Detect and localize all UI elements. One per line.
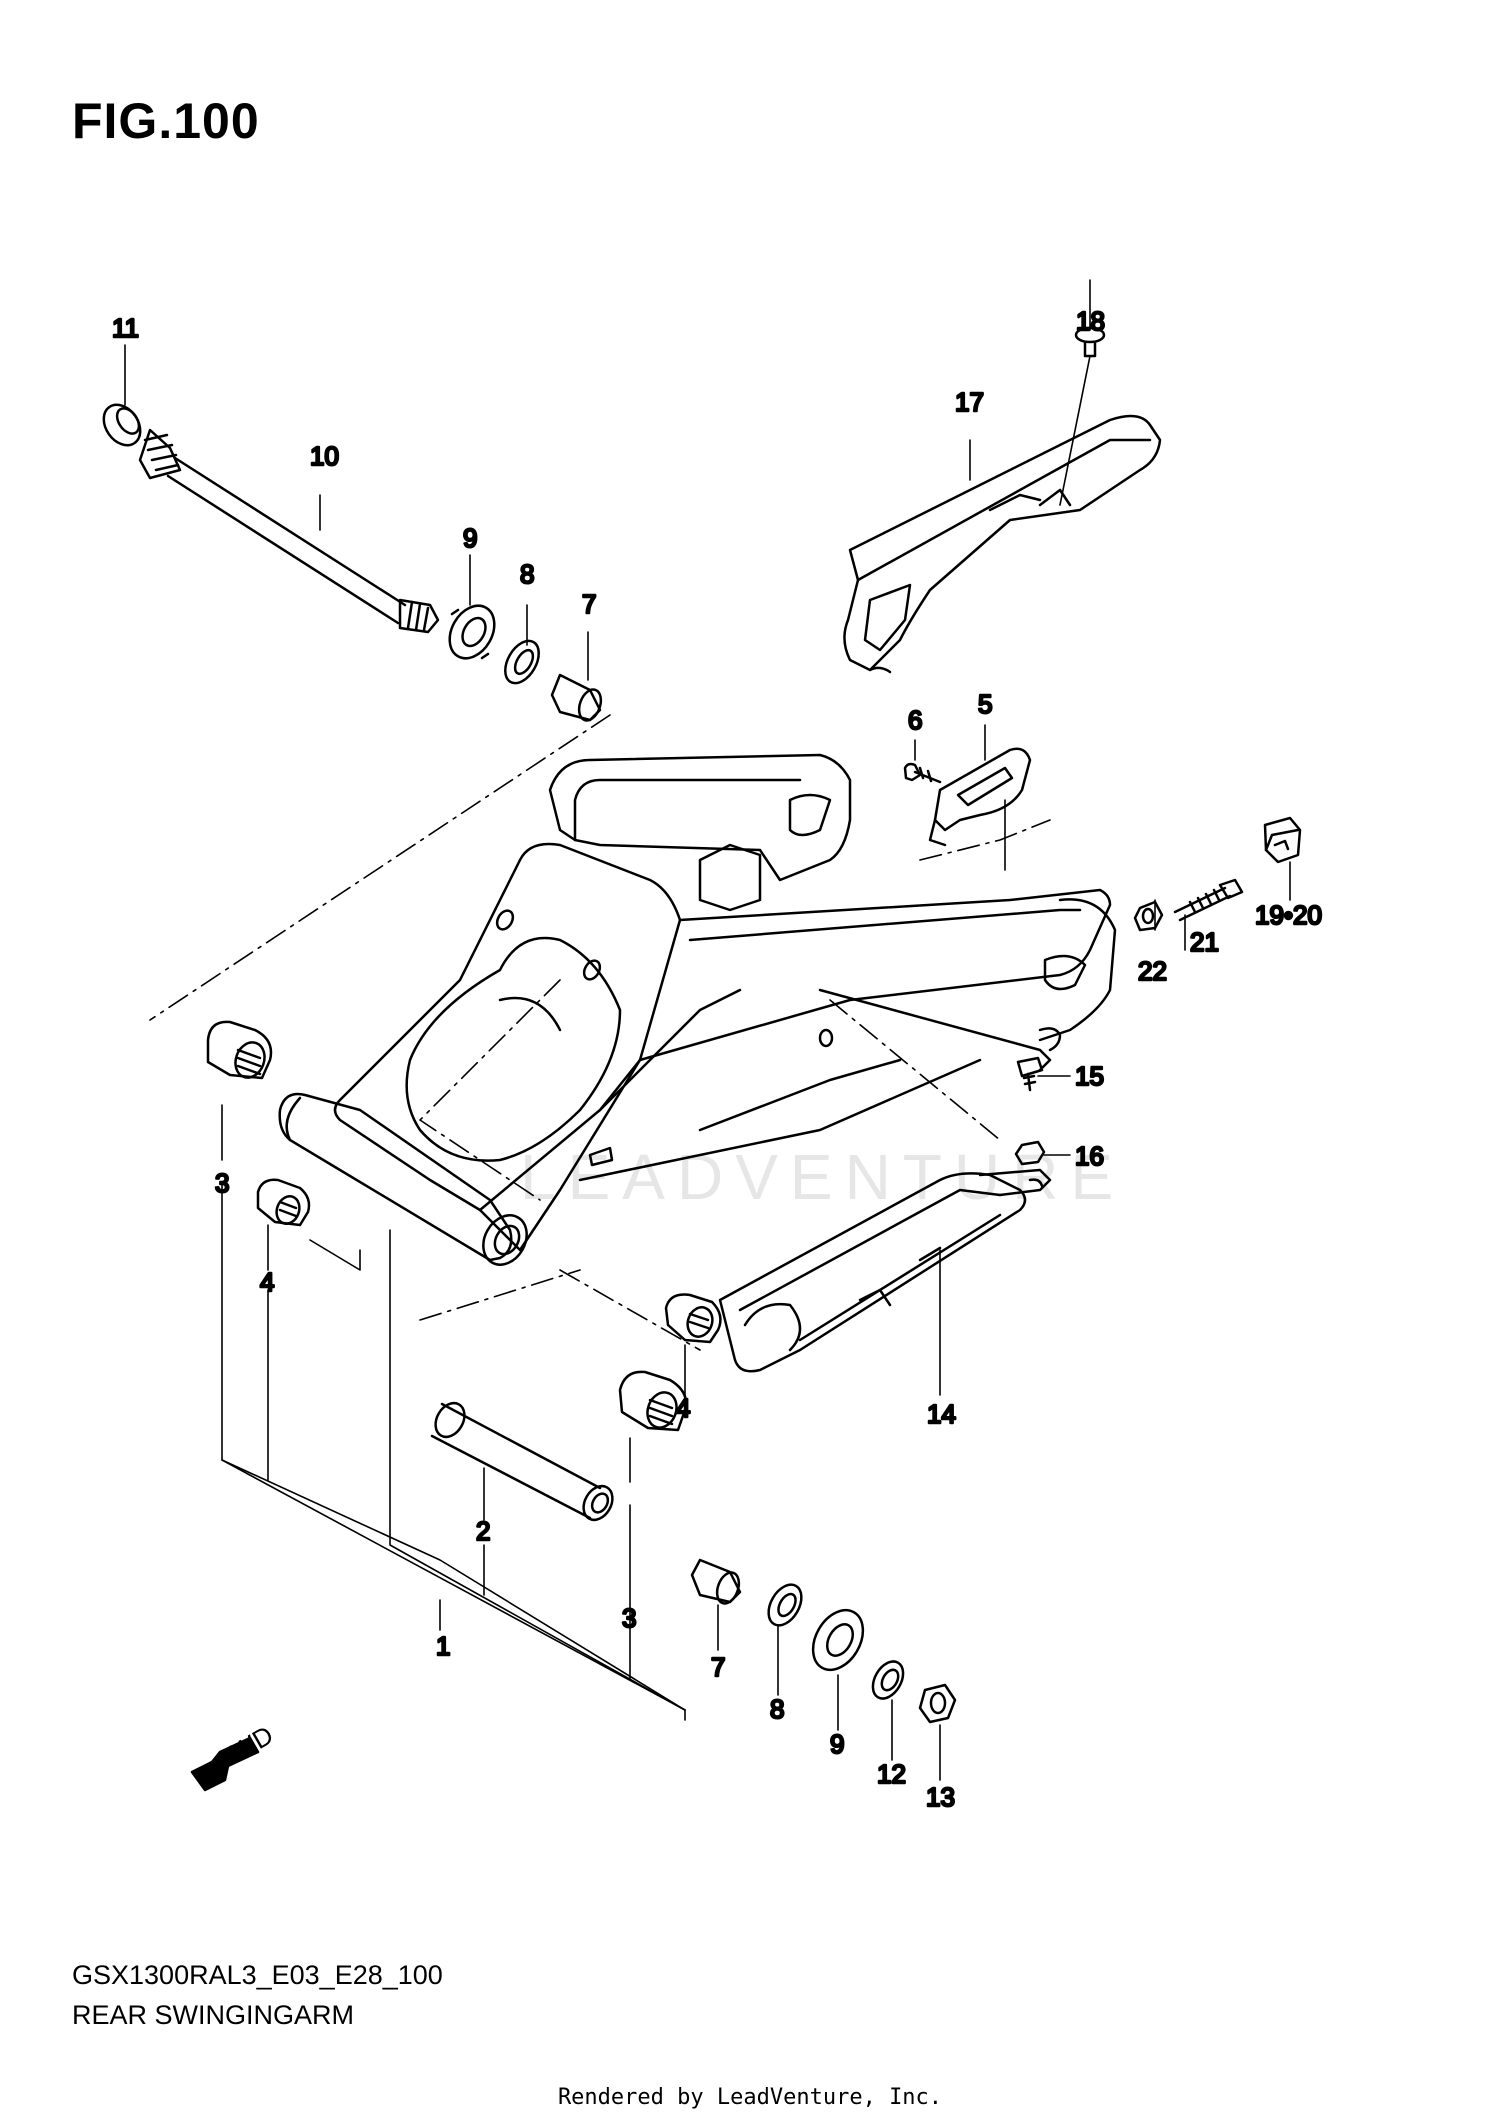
part-15-bolt (1016, 1056, 1044, 1092)
callout-19-20: 19•20 (1255, 900, 1322, 930)
fwd-label: FWD (212, 1720, 278, 1776)
callout-5: 5 (978, 689, 992, 719)
part-5-bracket (928, 747, 1032, 847)
part-16-nut (1014, 1140, 1046, 1166)
part-8-lower-washer (767, 1583, 803, 1627)
part-22-nut (1133, 900, 1164, 932)
exploded-guide-lines (149, 714, 1051, 1351)
callout-6: 6 (908, 705, 922, 735)
callout-22: 22 (1138, 956, 1167, 986)
callout-7-upper: 7 (582, 589, 596, 619)
callout-14: 14 (927, 1399, 956, 1429)
watermark-text: LEADVENTURE (520, 1141, 1125, 1213)
part-4-left-bearing (256, 1178, 311, 1227)
part-8-upper-washer (504, 639, 540, 685)
rendered-by-credit: Rendered by LeadVenture, Inc. (557, 2085, 943, 2110)
figure-name: REAR SWINGINGARM (72, 2000, 355, 2030)
callout-10: 10 (310, 441, 339, 471)
callout-17: 17 (955, 387, 984, 417)
figure-title: FIG.100 (72, 93, 260, 149)
callout-3-upper: 3 (215, 1168, 229, 1198)
part-2-inner-spacer (430, 1401, 614, 1522)
callout-3-lower: 3 (622, 1603, 636, 1633)
callout-8-lower: 8 (770, 1694, 784, 1724)
callout-18: 18 (1076, 306, 1105, 336)
callout-1: 1 (436, 1631, 450, 1661)
part-14-chain-slider (718, 1168, 1052, 1373)
callout-15: 15 (1075, 1061, 1104, 1091)
callout-11: 11 (112, 313, 139, 343)
callout-9-lower: 9 (830, 1729, 844, 1759)
part-7-upper-spacer (550, 673, 603, 722)
callout-2: 2 (476, 1516, 490, 1546)
part-9-upper-seal (448, 604, 496, 660)
part-12-washer (871, 1660, 905, 1700)
fwd-arrow-icon (190, 1736, 260, 1792)
part-19-20-adjuster-block (1263, 816, 1302, 864)
part-4-right-bearing (664, 1293, 722, 1344)
part-9-lower-seal (811, 1608, 865, 1672)
part-1-swingarm (278, 753, 1117, 1266)
callout-21: 21 (1190, 927, 1219, 957)
callout-7-lower: 7 (711, 1652, 725, 1682)
part-11-pivot-cap (102, 403, 142, 447)
callout-4-left: 4 (260, 1267, 274, 1297)
part-6-bolt (903, 762, 942, 784)
callout-8-upper: 8 (520, 559, 534, 589)
callout-9-upper: 9 (463, 523, 477, 553)
part-3-upper-bearing (206, 1020, 273, 1080)
part-7-lower-spacer (690, 1558, 742, 1605)
callout-numbers: 11 10 9 8 7 18 17 6 5 19•20 21 22 15 16 … (111, 305, 1323, 1814)
callout-leaders (124, 279, 1291, 1781)
part-10-pivot-shaft (138, 428, 440, 634)
callout-16: 16 (1075, 1141, 1104, 1171)
part-13-nut (918, 1683, 957, 1724)
callout-13: 13 (926, 1782, 955, 1812)
part-17-chain-cover (843, 414, 1162, 674)
callout-4-right: 4 (676, 1393, 690, 1423)
part-18-screw (1059, 326, 1106, 506)
callout-12: 12 (877, 1759, 906, 1789)
part-21-adjuster-bolt (1173, 878, 1244, 922)
model-code: GSX1300RAL3_E03_E28_100 (72, 1960, 443, 1990)
part-3-lower-bearing (618, 1370, 688, 1432)
